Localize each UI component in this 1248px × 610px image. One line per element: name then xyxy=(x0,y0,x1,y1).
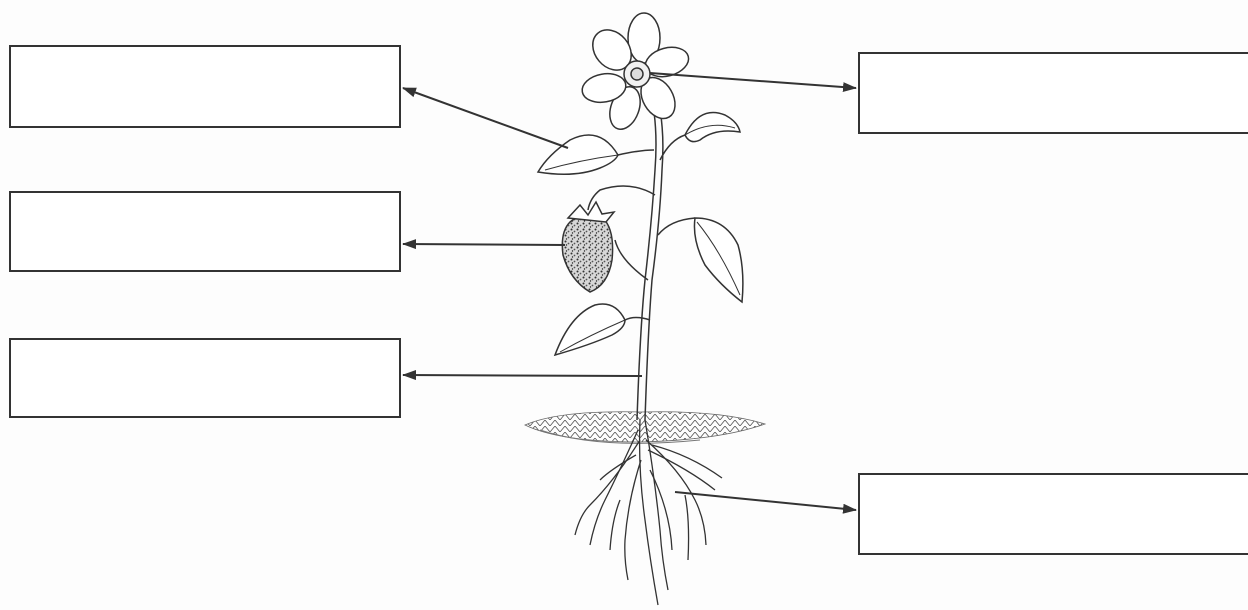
roots-icon xyxy=(575,420,722,605)
arrow-to-leaf-box xyxy=(403,88,568,148)
arrow-to-flower-box xyxy=(650,73,856,88)
arrow-to-fruit-box xyxy=(403,244,565,245)
arrow-to-root-box xyxy=(675,492,856,510)
arrow-to-stem-box xyxy=(403,375,642,376)
strawberry-icon xyxy=(562,202,614,292)
flower-icon xyxy=(580,13,692,133)
pointer-arrows xyxy=(403,73,856,510)
